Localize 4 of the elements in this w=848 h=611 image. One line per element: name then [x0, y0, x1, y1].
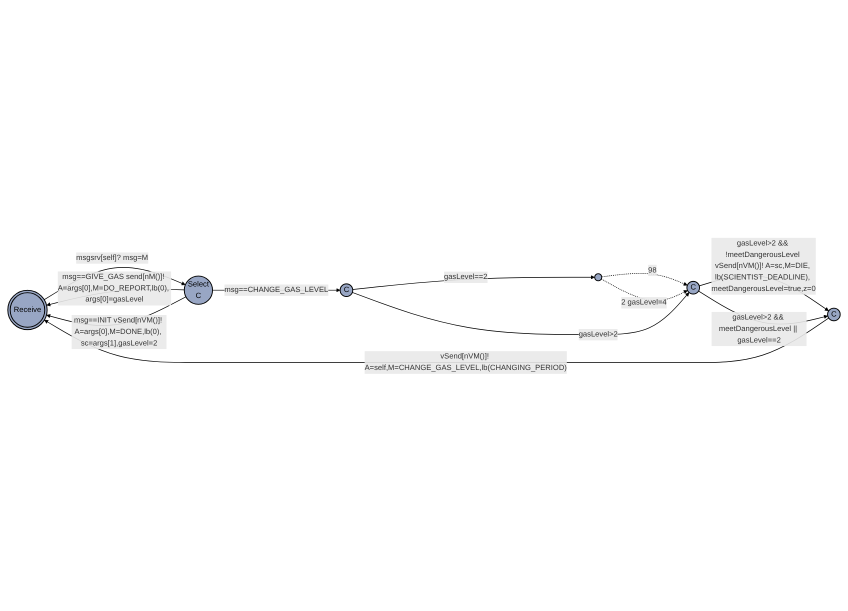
arrow: [601, 272, 688, 286]
arrow: [352, 292, 690, 335]
arrow: [44, 317, 830, 363]
node-circle: [594, 272, 602, 281]
